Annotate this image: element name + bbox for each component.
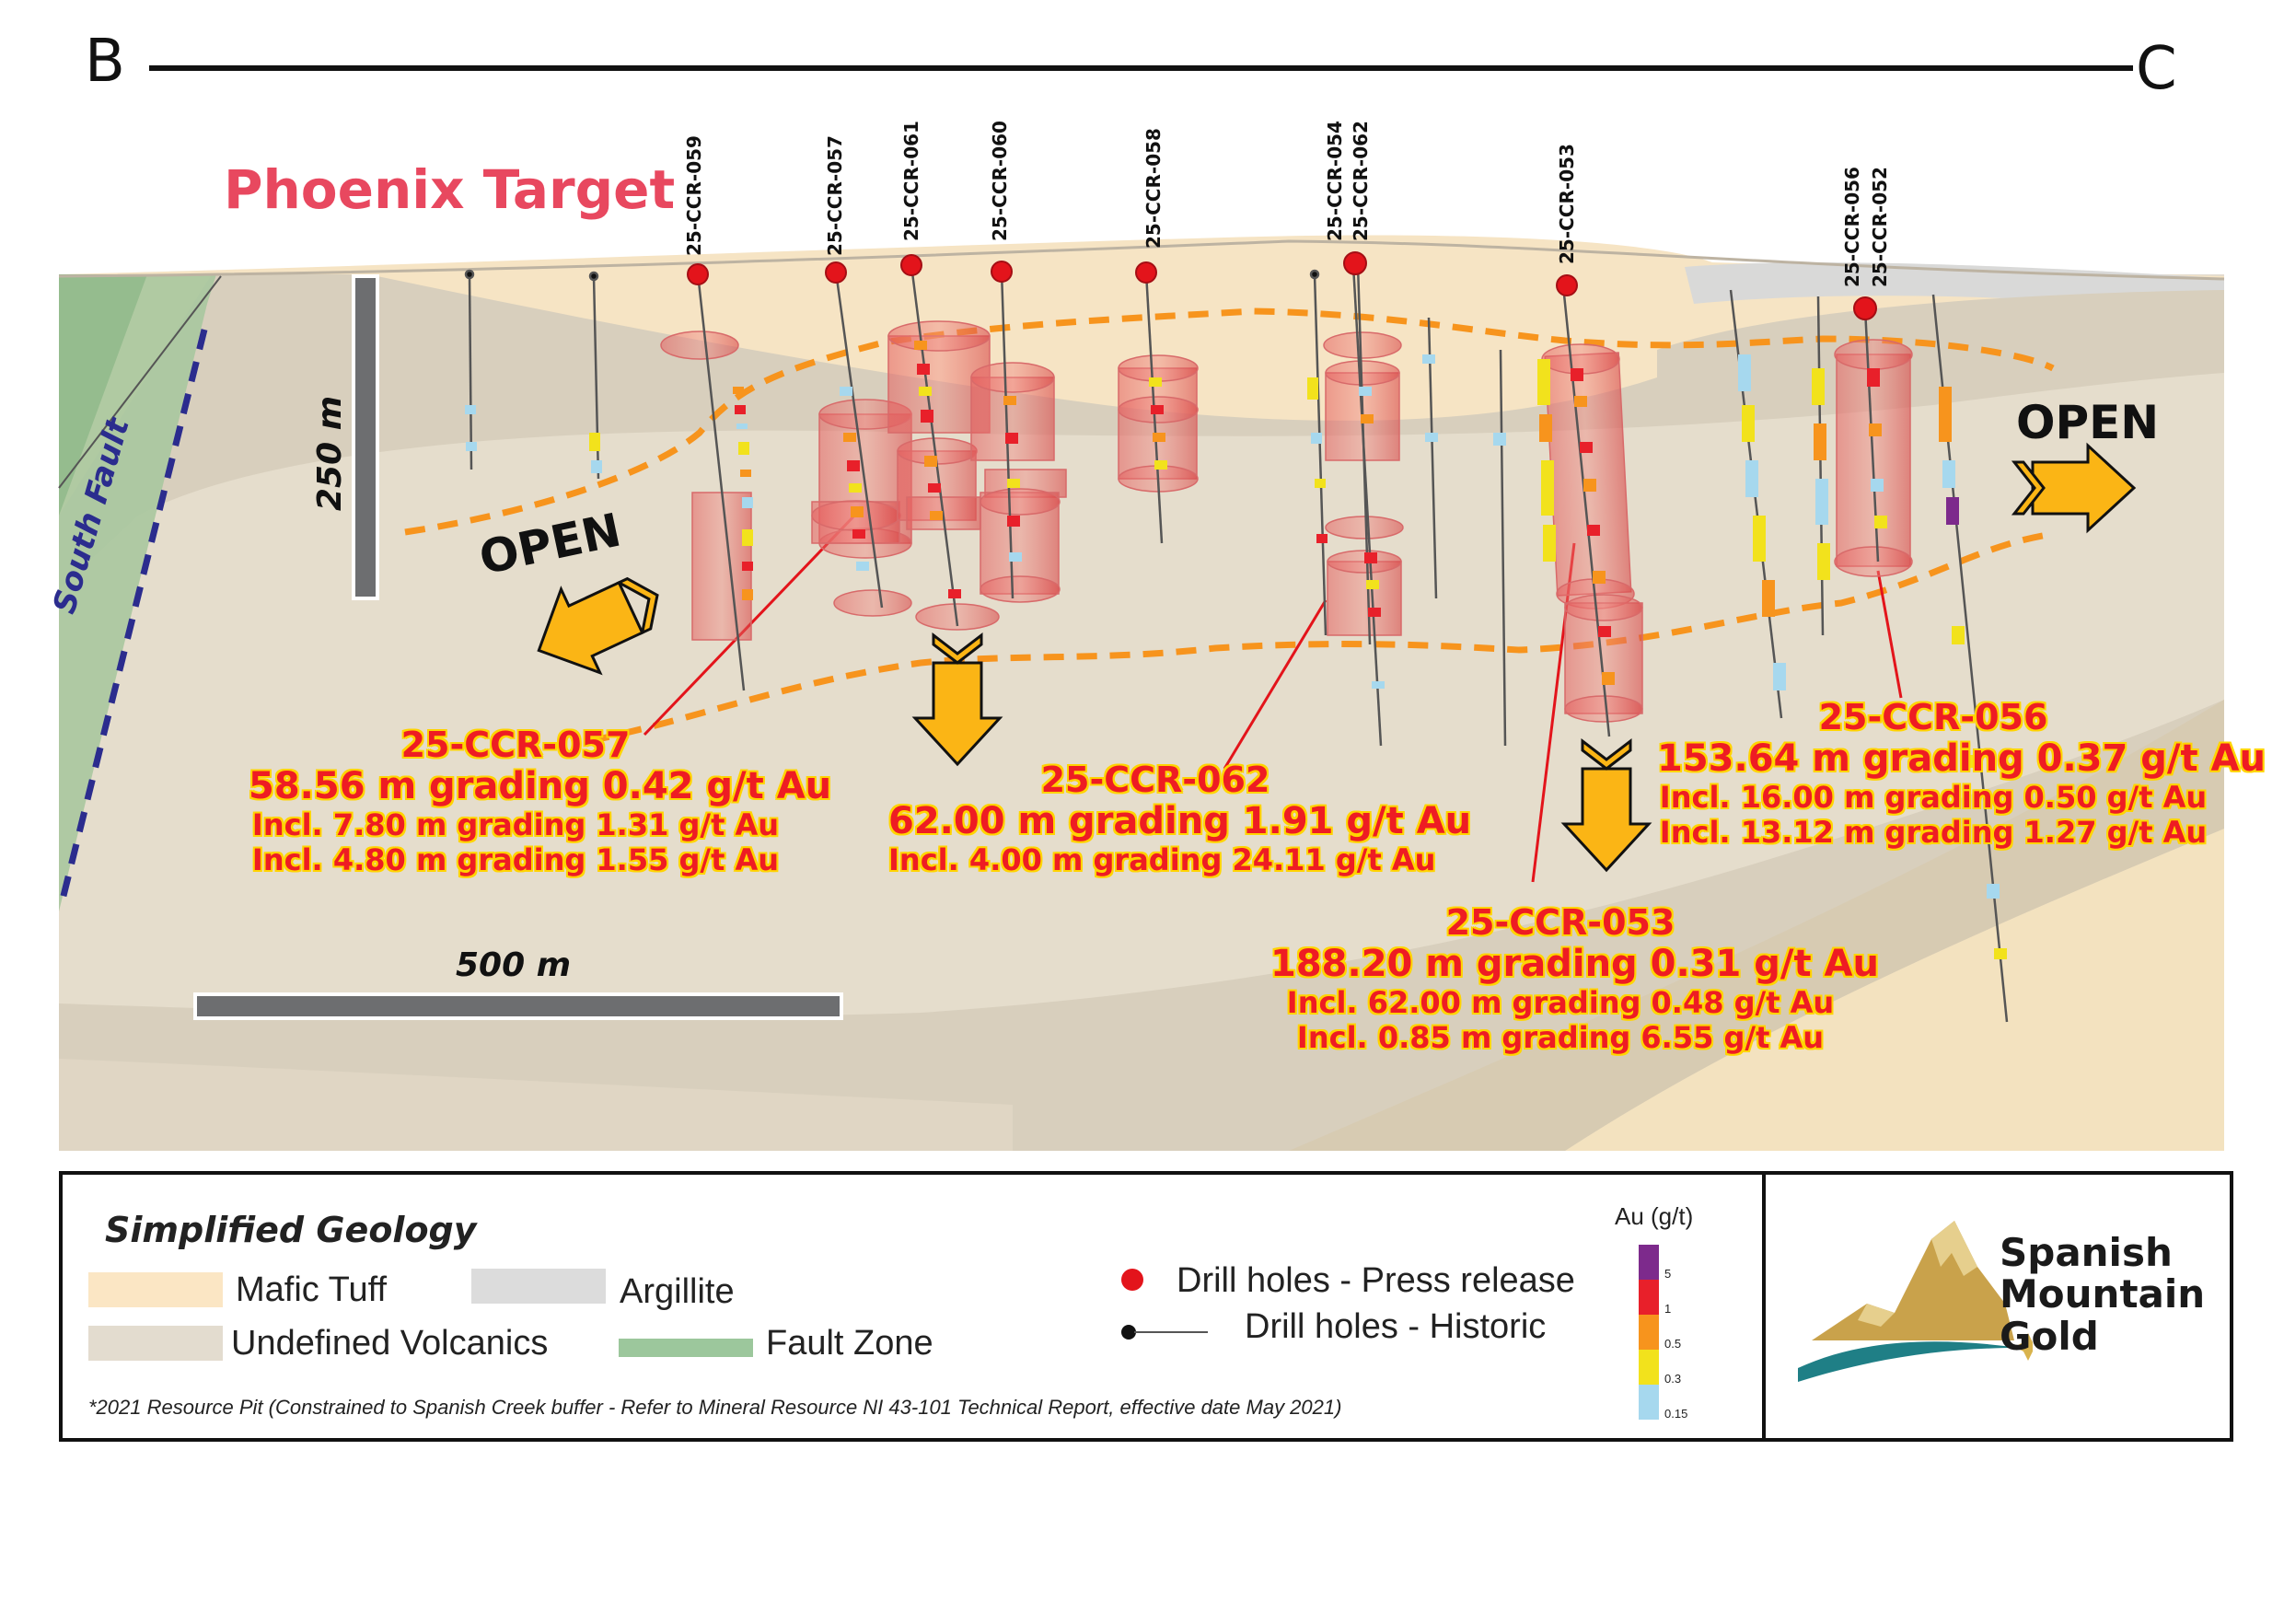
- swatch-argillite: [471, 1269, 606, 1304]
- colorbar: [1639, 1245, 1659, 1420]
- cross-section: [57, 235, 2225, 1151]
- open-arrow-left: [537, 576, 659, 676]
- mafic-tuff-lower: [1565, 829, 2224, 1151]
- logo-line-1: Spanish: [2000, 1230, 2173, 1275]
- hole-label-054: 25-CCR-054: [1324, 121, 1346, 241]
- horizontal-scale-label: 500 m: [456, 946, 572, 984]
- press-release-dot: [1121, 1269, 1143, 1291]
- section-start-label: B: [85, 28, 125, 96]
- open-arrow-down-1: [911, 632, 1003, 767]
- map-title: Phoenix Target: [224, 158, 676, 221]
- hole-label-056: 25-CCR-056: [1841, 167, 1863, 287]
- logo-box: Spanish Mountain Gold: [1762, 1171, 2233, 1442]
- annotation-057-incl-2: Incl. 4.80 m grading 1.55 g/t Au: [251, 842, 780, 877]
- open-arrow-down-2: [1560, 737, 1652, 873]
- annotation-056: 25-CCR-056 153.64 m grading 0.37 g/t Au …: [1657, 697, 2266, 850]
- logo-line-2: Mountain: [2000, 1271, 2206, 1317]
- hole-label-057: 25-CCR-057: [824, 135, 846, 256]
- colorbar-tick-0-3: 0.3: [1664, 1372, 1682, 1386]
- colorbar-tick-0-15: 0.15: [1664, 1407, 1688, 1421]
- colorbar-title: Au (g/t): [1615, 1202, 1694, 1230]
- annotation-056-hole: 25-CCR-056: [1818, 697, 2048, 737]
- section-end-label: C: [2136, 35, 2177, 103]
- historic-dot: [1121, 1325, 1136, 1340]
- hole-label-058: 25-CCR-058: [1142, 128, 1165, 249]
- vertical-scale-bar: [352, 274, 379, 600]
- legend-mafic-tuff: Mafic Tuff: [236, 1270, 388, 1309]
- hole-label-061: 25-CCR-061: [900, 121, 922, 241]
- annotation-053: 25-CCR-053 188.20 m grading 0.31 g/t Au …: [1270, 902, 1879, 1055]
- company-logo-mark: [1798, 1221, 2033, 1382]
- collar-dots: [687, 251, 1877, 320]
- historic-line: [1134, 1331, 1208, 1333]
- open-arrow-right: [2011, 442, 2137, 534]
- open-label-right: OPEN: [2016, 396, 2160, 449]
- annotation-062-incl-1: Incl. 4.00 m grading 24.11 g/t Au: [888, 842, 1436, 877]
- annotation-062-main: 62.00 m grading 1.91 g/t Au: [888, 800, 1472, 842]
- historic-holes: [464, 269, 2009, 1023]
- annotation-053-main: 188.20 m grading 0.31 g/t Au: [1270, 943, 1879, 985]
- swatch-fault-zone: [619, 1339, 753, 1357]
- colorbar-tick-1: 1: [1664, 1302, 1672, 1316]
- legend-undefined-volcanics: Undefined Volcanics: [231, 1324, 549, 1363]
- annotation-057: 25-CCR-057 58.56 m grading 0.42 g/t Au I…: [249, 725, 832, 877]
- legend-argillite: Argillite: [620, 1272, 735, 1311]
- legend-fault-zone: Fault Zone: [766, 1324, 933, 1363]
- annotation-057-hole: 25-CCR-057: [400, 725, 631, 765]
- legend-footnote: *2021 Resource Pit (Constrained to Spani…: [88, 1396, 1342, 1419]
- annotation-062-hole: 25-CCR-062: [1040, 760, 1270, 800]
- annotation-056-incl-2: Incl. 13.12 m grading 1.27 g/t Au: [1659, 815, 2208, 850]
- annotation-056-incl-1: Incl. 16.00 m grading 0.50 g/t Au: [1659, 780, 2208, 815]
- logo-line-3: Gold: [2000, 1313, 2099, 1359]
- colorbar-tick-0-5: 0.5: [1664, 1337, 1682, 1351]
- colorbar-tick-5: 5: [1664, 1267, 1672, 1281]
- logo-text: Spanish Mountain Gold: [2000, 1232, 2205, 1357]
- annotation-053-hole: 25-CCR-053: [1445, 902, 1675, 943]
- legend-box: Simplified Geology Mafic Tuff Argillite …: [59, 1171, 1769, 1442]
- connector-062: [1223, 599, 1328, 770]
- vertical-scale-label: 250 m: [311, 395, 349, 511]
- horizontal-scale-bar: [193, 992, 843, 1020]
- annotation-057-main: 58.56 m grading 0.42 g/t Au: [249, 765, 832, 807]
- swatch-undefined-volcanics: [88, 1326, 223, 1361]
- swatch-mafic-tuff: [88, 1272, 223, 1307]
- annotation-062: 25-CCR-062 62.00 m grading 1.91 g/t Au I…: [888, 760, 1472, 877]
- hole-label-052: 25-CCR-052: [1869, 167, 1891, 287]
- hole-label-062: 25-CCR-062: [1350, 121, 1372, 241]
- hole-label-053: 25-CCR-053: [1556, 144, 1578, 264]
- mineralized-envelope: [404, 307, 2055, 536]
- connector-056: [1876, 570, 1903, 699]
- hole-label-060: 25-CCR-060: [989, 121, 1011, 241]
- hole-label-059: 25-CCR-059: [683, 135, 705, 256]
- annotation-057-incl-1: Incl. 7.80 m grading 1.31 g/t Au: [251, 807, 780, 842]
- annotation-056-main: 153.64 m grading 0.37 g/t Au: [1657, 737, 2266, 780]
- legend-press-release: Drill holes - Press release: [1177, 1261, 1575, 1300]
- section-line: [149, 65, 2133, 71]
- assay-intervals: [465, 341, 2007, 959]
- annotation-053-incl-2: Incl. 0.85 m grading 6.55 g/t Au: [1296, 1020, 1825, 1055]
- legend-historic: Drill holes - Historic: [1245, 1307, 1547, 1346]
- fault-zone: [59, 274, 216, 911]
- legend-title: Simplified Geology: [105, 1210, 477, 1250]
- annotation-053-incl-1: Incl. 62.00 m grading 0.48 g/t Au: [1286, 985, 1835, 1020]
